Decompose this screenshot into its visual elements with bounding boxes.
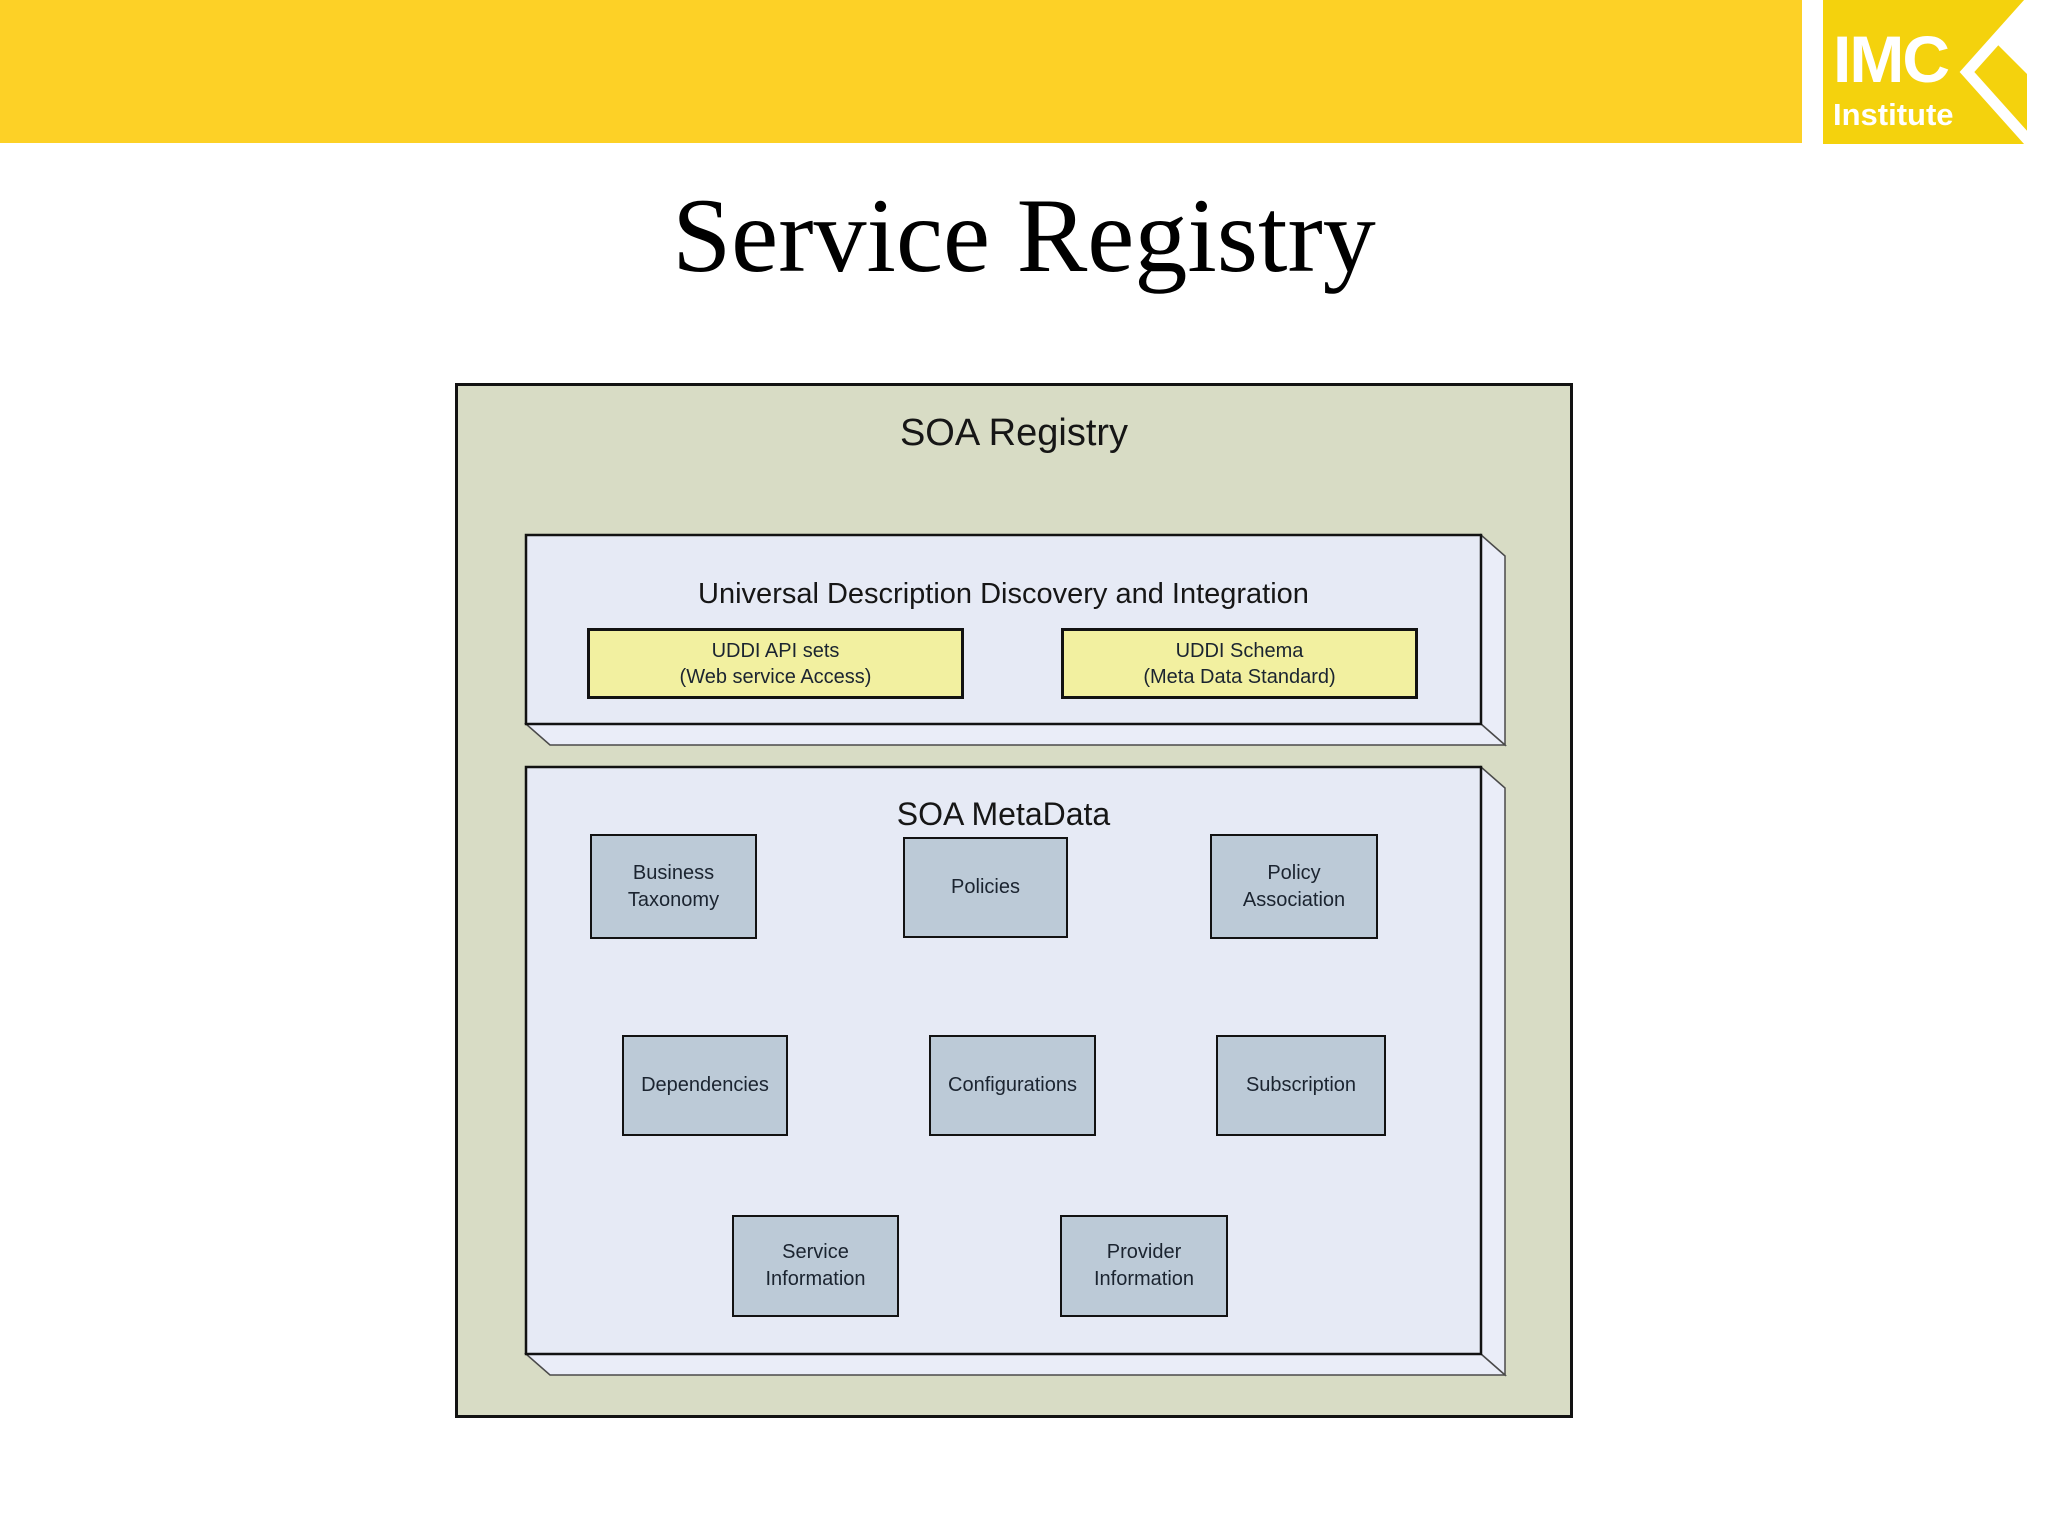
box-label-line: Association (1242, 888, 1346, 911)
box-label-line: Dependencies (641, 1074, 769, 1096)
box-label-line: Policies (951, 876, 1020, 898)
imc-logo-mark (1959, 0, 2027, 144)
uddi-block: Universal Description Discovery and Inte… (524, 533, 1507, 747)
service-information-box: Service Information (732, 1215, 899, 1317)
logo-subtitle: Institute (1833, 97, 1954, 132)
soa-metadata-block: SOA MetaData Business Taxonomy Policies … (524, 765, 1507, 1377)
subscription-box: Subscription (1216, 1035, 1386, 1136)
soa-metadata-title: SOA MetaData (896, 796, 1111, 832)
configurations-box: Configurations (929, 1035, 1096, 1136)
box-label-line: (Web service Access) (679, 665, 872, 688)
soa-registry-container: SOA Registry Universal Description Disco… (455, 383, 1573, 1418)
box-label-line: Policy (1267, 861, 1321, 884)
box-label-line: Information (765, 1268, 866, 1290)
header-bar (0, 0, 1802, 143)
box-label-line: Service (782, 1241, 849, 1263)
box-label-line: Subscription (1245, 1074, 1357, 1096)
imc-institute-logo: IMC Institute (1823, 0, 2027, 144)
box-label-line: (Meta Data Standard) (1143, 665, 1336, 688)
business-taxonomy-box: Business Taxonomy (590, 834, 757, 939)
uddi-title: Universal Description Discovery and Inte… (698, 578, 1309, 610)
box-label-line: Business (632, 861, 715, 884)
page-title: Service Registry (672, 177, 1376, 294)
uddi-schema-box: UDDI Schema (Meta Data Standard) (1061, 628, 1418, 699)
dependencies-box: Dependencies (622, 1035, 788, 1136)
policy-association-box: Policy Association (1210, 834, 1378, 939)
box-label-line: Provider (1106, 1241, 1182, 1263)
box-label-line: Configurations (948, 1074, 1077, 1096)
uddi-api-sets-box: UDDI API sets (Web service Access) (587, 628, 964, 699)
logo-acronym: IMC (1833, 22, 1950, 96)
box-label-line: UDDI API sets (711, 639, 840, 662)
provider-information-box: Provider Information (1060, 1215, 1228, 1317)
policies-box: Policies (903, 837, 1068, 938)
soa-registry-title: SOA Registry (899, 412, 1129, 454)
box-label-line: UDDI Schema (1175, 639, 1304, 662)
box-label-line: Taxonomy (627, 888, 720, 911)
box-label-line: Information (1093, 1268, 1195, 1290)
